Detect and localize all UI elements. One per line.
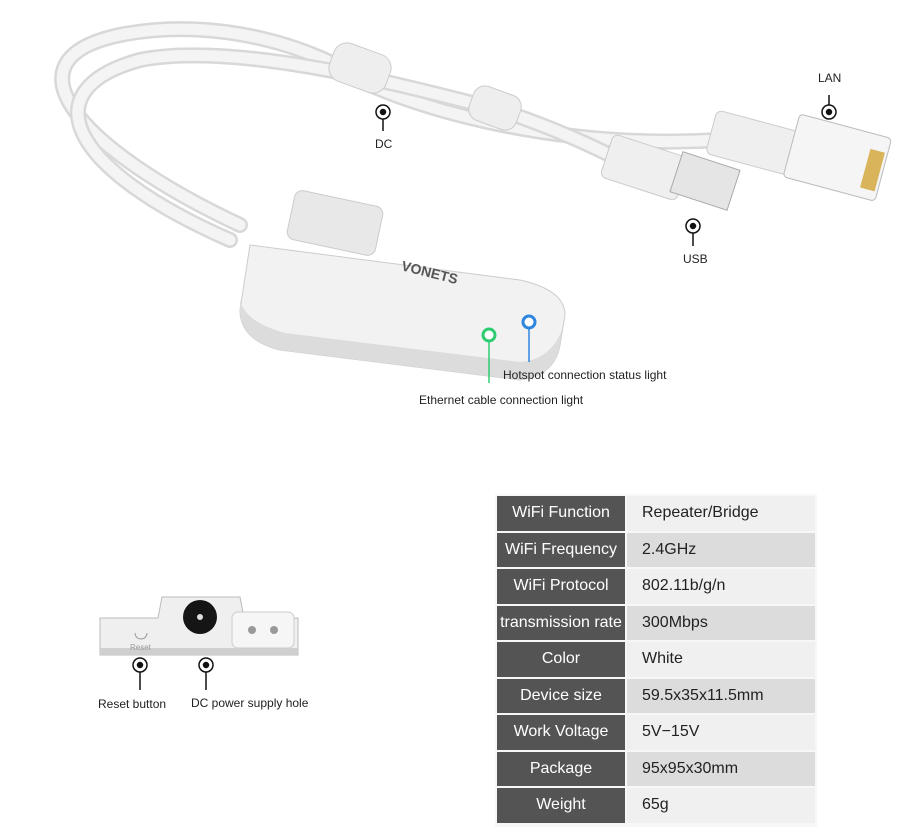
ethernet-led	[481, 327, 497, 343]
spec-value: White	[627, 642, 815, 677]
hotspot-led	[521, 314, 537, 330]
spec-key: WiFi Function	[497, 496, 625, 531]
dc-label: DC	[375, 137, 393, 151]
spec-value: 300Mbps	[627, 605, 815, 640]
dc-hole-label: DC power supply hole	[191, 696, 309, 710]
spec-key: Weight	[497, 788, 625, 823]
spec-value: 5V−15V	[627, 715, 815, 750]
spec-value: 802.11b/g/n	[627, 569, 815, 604]
spec-value: 95x95x30mm	[627, 751, 815, 786]
usb-label: USB	[683, 252, 708, 266]
spec-key: Package	[497, 751, 625, 786]
reset-engraving: Reset	[130, 643, 152, 652]
router-device: VONETS	[239, 190, 566, 383]
spec-value: 65g	[627, 788, 815, 823]
reset-button-label: Reset button	[98, 697, 167, 711]
usb-plug	[600, 134, 741, 211]
lan-label: LAN	[818, 71, 842, 85]
spec-key: Device size	[497, 678, 625, 713]
spec-value: 2.4GHz	[627, 532, 815, 567]
ethernet-light-label: Ethernet cable connection light	[419, 393, 584, 407]
spec-value: Repeater/Bridge	[627, 496, 815, 531]
hotspot-light-label: Hotspot connection status light	[503, 368, 667, 382]
spec-key: WiFi Frequency	[497, 532, 625, 567]
callout-markers	[132, 95, 837, 690]
lan-plug	[706, 110, 892, 201]
cables	[54, 21, 728, 248]
spec-value: 59.5x35x11.5mm	[627, 678, 815, 713]
dc-ferrite	[328, 42, 522, 131]
spec-key: Color	[497, 642, 625, 677]
spec-key: transmission rate	[497, 605, 625, 640]
spec-key: Work Voltage	[497, 715, 625, 750]
spec-key: WiFi Protocol	[497, 569, 625, 604]
device-side-view: Reset	[99, 596, 299, 656]
